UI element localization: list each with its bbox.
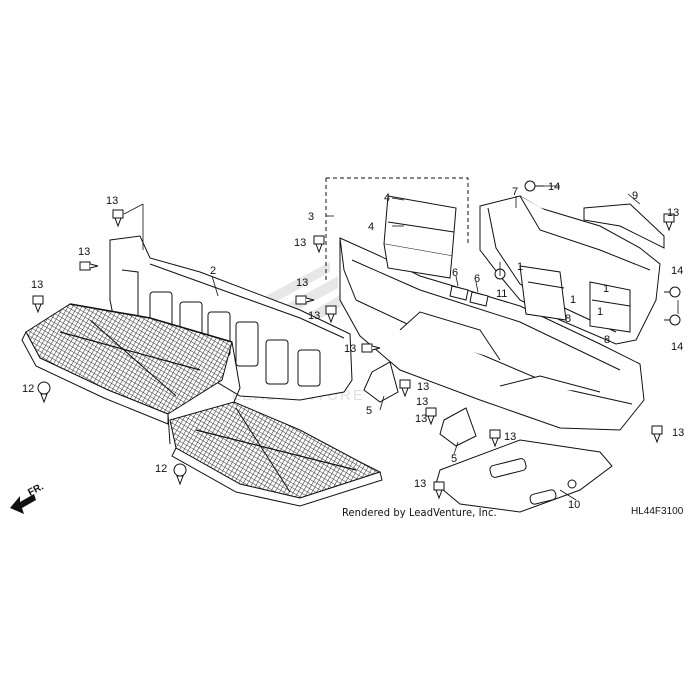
callout-6: 6 [474,273,480,285]
front-direction-indicator: FR. [10,481,46,514]
front-label: FR. [26,481,46,498]
callout-12: 12 [155,463,167,475]
clip-icon [37,381,51,404]
callout-13: 13 [31,279,43,291]
callout-10: 10 [568,499,580,511]
center-cover-assembly [325,177,645,447]
screw-icon [651,425,663,444]
callouts: 13 13 13 12 12 2 3 13 13 13 13 4 4 6 6 1… [22,181,684,511]
clip-icon [173,463,187,486]
clip-icon [664,286,681,298]
callout-13: 13 [294,237,306,249]
callout-8: 8 [604,334,610,346]
callout-1: 1 [517,261,523,273]
callout-14: 14 [548,181,560,193]
callout-1: 1 [603,283,609,295]
clip-icon [524,180,544,192]
screw-icon [112,209,124,228]
rendered-by-credit: Rendered by LeadVenture, Inc. [342,506,497,519]
screw-icon [663,213,675,232]
callout-14: 14 [671,265,683,277]
fasteners [32,180,681,500]
callout-13: 13 [416,396,428,408]
right-box-assembly [435,195,665,513]
callout-14: 14 [671,341,683,353]
screw-icon [425,407,437,426]
callout-13: 13 [414,478,426,490]
callout-1: 1 [570,294,576,306]
callout-5: 5 [451,453,457,465]
callout-7: 7 [512,186,518,198]
screw-icon [433,481,445,500]
screw-icon [79,261,99,271]
callout-13: 13 [415,413,427,425]
screw-icon [399,379,411,398]
callout-13: 13 [106,195,118,207]
callout-9: 9 [632,190,638,202]
callout-1: 1 [597,306,603,318]
callout-12: 12 [22,383,34,395]
callout-5: 5 [366,405,372,417]
callout-4: 4 [384,192,390,204]
callout-4: 4 [368,221,374,233]
diagram-code: HL44F3100 [631,506,684,517]
screw-icon [361,343,381,353]
leader-lines [123,185,679,501]
rear-panel-assembly [21,235,383,507]
callout-11: 11 [496,288,507,300]
callout-13: 13 [308,310,320,322]
arrow-icon [10,494,36,514]
callout-13: 13 [672,427,684,439]
callout-3: 3 [308,211,314,223]
callout-6: 6 [452,267,458,279]
callout-13: 13 [344,343,356,355]
callout-13: 13 [296,277,308,289]
screw-icon [325,305,337,324]
callout-13: 13 [504,431,516,443]
callout-13: 13 [78,246,90,258]
clip-icon [664,314,681,326]
callout-8: 8 [565,313,571,325]
callout-13: 13 [667,207,679,219]
screw-icon [313,235,325,254]
screw-icon [32,295,44,314]
callout-2: 2 [210,265,216,277]
screw-icon [295,295,315,305]
screw-icon [489,429,501,448]
callout-13: 13 [417,381,429,393]
